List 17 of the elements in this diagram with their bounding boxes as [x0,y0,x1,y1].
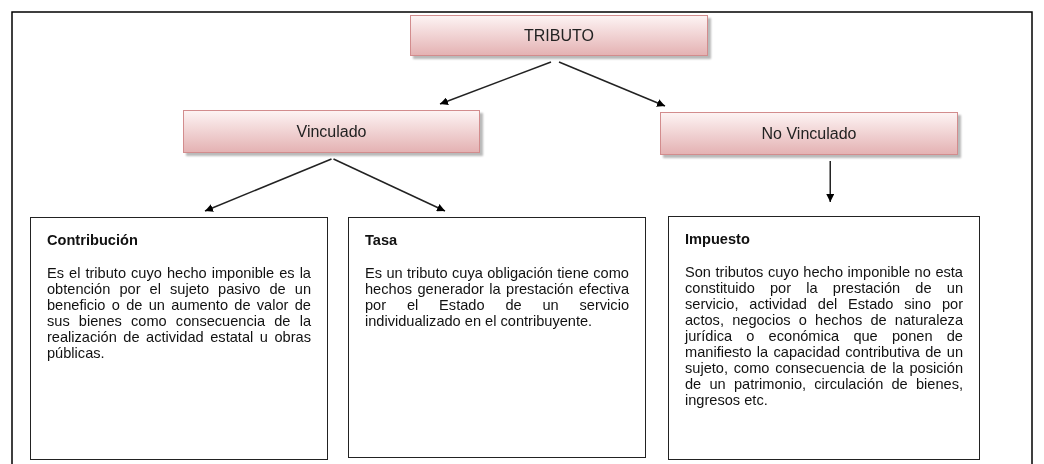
category-box: TRIBUTO [410,15,708,56]
card-description: Es un tributo cuya obligación tiene como hechos generador la prestación efectiva por el Estado de un servicio individualizado en el contribuyente. [365,265,629,330]
card-description: Son tributos cuyo hecho imponible no esta constituido por la prestación de un servicio, actividad del Estado sino por actos, negocios o hechos de naturaleza jurídica o económica que ponen de manifiesto la capacidad contributiva de un sujeto, como consecuencia de la posición de un patrimonio, circulación de bienes, ingresos etc. [685,264,963,409]
arrow [558,61,666,107]
definition-card [668,216,980,460]
card-heading: Contribución [47,232,139,248]
category-box: No Vinculado [660,112,958,155]
arrow [204,158,333,212]
category-box: Vinculado [183,110,480,153]
arrow [332,158,446,212]
card-heading: Impuesto [685,231,751,247]
arrow [439,61,552,105]
card-description: Es el tributo cuyo hecho imponible es la obtención por el sujeto pasivo de un beneficio o de un aumento de valor de sus bienes como consecuencia de la realización de actividad estatal u obras públicas. [47,265,311,362]
card-heading: Tasa [365,232,399,248]
definition-card [30,217,328,460]
definition-card [348,217,646,458]
arrow [826,160,835,203]
